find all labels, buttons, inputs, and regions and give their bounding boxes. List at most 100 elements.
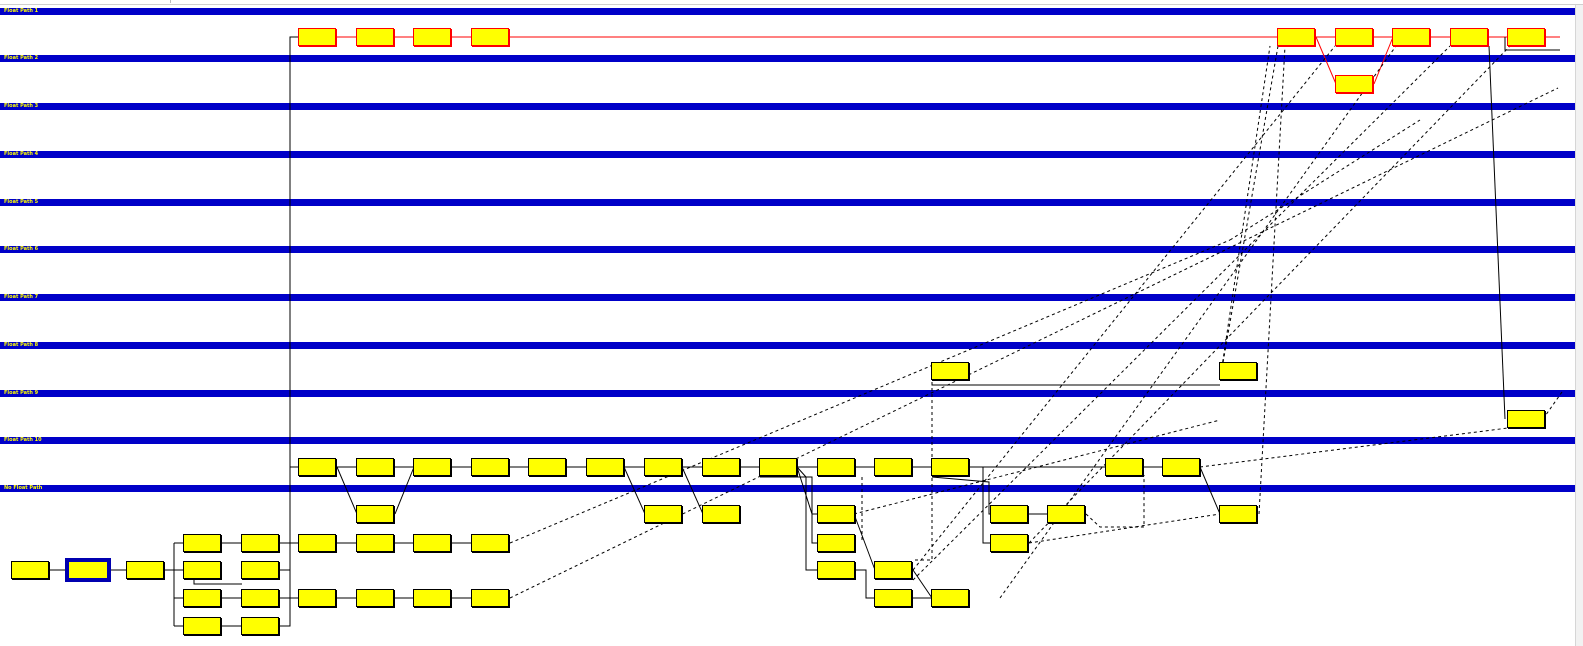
activity-node[interactable] <box>241 617 279 635</box>
dependency-link <box>1488 45 1506 420</box>
activity-node[interactable] <box>644 458 682 476</box>
lane-label: Float Path 8 <box>4 342 39 348</box>
activity-node[interactable] <box>874 589 912 607</box>
critical-activity-node[interactable] <box>356 28 394 46</box>
cross-lane-link <box>1085 475 1145 528</box>
activity-node[interactable] <box>356 589 394 607</box>
critical-activity-node[interactable] <box>298 28 336 46</box>
activity-node[interactable] <box>413 589 451 607</box>
top-tab-segment[interactable] <box>0 0 171 3</box>
activity-node[interactable] <box>874 458 912 476</box>
lane-bar-1: Float Path 1 <box>0 8 1575 15</box>
critical-link <box>1315 36 1337 85</box>
activity-node[interactable] <box>931 589 969 607</box>
activity-node[interactable] <box>702 505 740 523</box>
critical-activity-node[interactable] <box>1392 28 1430 46</box>
lane-bar-3: Float Path 3 <box>0 103 1575 110</box>
cross-lane-link <box>912 45 1336 571</box>
cross-lane-link <box>1219 45 1271 381</box>
dependency-link <box>931 382 1220 386</box>
activity-node[interactable] <box>471 589 509 607</box>
activity-node[interactable] <box>644 505 682 523</box>
activity-node[interactable] <box>874 561 912 579</box>
activity-node[interactable] <box>1219 362 1257 380</box>
lane-bar-8: Float Path 8 <box>0 342 1575 349</box>
critical-activity-node[interactable] <box>1507 28 1545 46</box>
activity-node[interactable] <box>1105 458 1143 476</box>
activity-node[interactable] <box>356 458 394 476</box>
dependency-link <box>394 466 415 515</box>
activity-node[interactable] <box>817 505 855 523</box>
dependency-link <box>289 36 299 543</box>
dependency-link <box>912 569 933 599</box>
activity-node[interactable] <box>183 561 221 579</box>
lane-bar-4: Float Path 4 <box>0 151 1575 158</box>
activity-node[interactable] <box>356 505 394 523</box>
lane-label: Float Path 3 <box>4 103 39 109</box>
activity-node[interactable] <box>817 561 855 579</box>
dependency-link <box>796 466 818 571</box>
activity-node[interactable] <box>1507 410 1545 428</box>
critical-activity-node[interactable] <box>1335 28 1373 46</box>
dependency-link <box>796 466 818 515</box>
activity-node[interactable] <box>990 505 1028 523</box>
activity-node[interactable] <box>413 534 451 552</box>
activity-node[interactable] <box>241 561 279 579</box>
lane-label: Float Path 6 <box>4 246 39 252</box>
dependency-link <box>681 466 704 515</box>
cross-lane-link <box>509 87 1559 599</box>
activity-node[interactable] <box>241 534 279 552</box>
dependency-link <box>280 542 291 627</box>
activity-node[interactable] <box>183 589 221 607</box>
lane-bar-11: No Float Path <box>0 485 1575 492</box>
activity-node[interactable] <box>931 362 969 380</box>
activity-node[interactable] <box>1047 505 1085 523</box>
dependency-link <box>760 476 818 544</box>
activity-node[interactable] <box>126 561 164 579</box>
cross-lane-link <box>509 239 1231 544</box>
activity-node[interactable] <box>931 458 969 476</box>
activity-node[interactable] <box>183 617 221 635</box>
lane-label: Float Path 4 <box>4 151 39 157</box>
activity-node[interactable] <box>356 534 394 552</box>
activity-node[interactable] <box>471 534 509 552</box>
activity-node[interactable] <box>11 561 49 579</box>
dependency-link <box>1199 466 1221 515</box>
lane-bar-2: Float Path 2 <box>0 55 1575 62</box>
activity-node[interactable] <box>990 534 1028 552</box>
dependency-link <box>193 579 242 585</box>
activity-node[interactable] <box>298 458 336 476</box>
cross-lane-link <box>912 45 1451 581</box>
activity-node[interactable] <box>1219 505 1257 523</box>
window-top-edge <box>0 0 1583 5</box>
activity-node[interactable] <box>1162 458 1200 476</box>
dependency-link <box>969 466 991 544</box>
activity-node[interactable] <box>817 458 855 476</box>
activity-node[interactable] <box>702 458 740 476</box>
critical-activity-node[interactable] <box>1450 28 1488 46</box>
activity-node[interactable] <box>817 534 855 552</box>
critical-activity-node[interactable] <box>1277 28 1315 46</box>
dependency-link <box>853 513 876 571</box>
lane-label: Float Path 7 <box>4 294 39 300</box>
activity-node[interactable] <box>241 589 279 607</box>
lane-label: Float Path 10 <box>4 437 42 443</box>
critical-activity-node[interactable] <box>1335 75 1373 93</box>
selected-activity-node[interactable] <box>65 558 111 582</box>
critical-activity-node[interactable] <box>471 28 509 46</box>
activity-node[interactable] <box>298 534 336 552</box>
dependency-link <box>854 569 875 599</box>
cross-lane-link <box>999 45 1397 599</box>
activity-node[interactable] <box>528 458 566 476</box>
activity-node[interactable] <box>471 458 509 476</box>
lane-label: Float Path 1 <box>4 8 39 14</box>
activity-node[interactable] <box>413 458 451 476</box>
vertical-scroll-edge[interactable] <box>1575 5 1583 646</box>
activity-node[interactable] <box>586 458 624 476</box>
critical-activity-node[interactable] <box>413 28 451 46</box>
activity-node[interactable] <box>183 534 221 552</box>
lane-label: Float Path 2 <box>4 55 39 61</box>
activity-node[interactable] <box>759 458 797 476</box>
activity-node[interactable] <box>298 589 336 607</box>
